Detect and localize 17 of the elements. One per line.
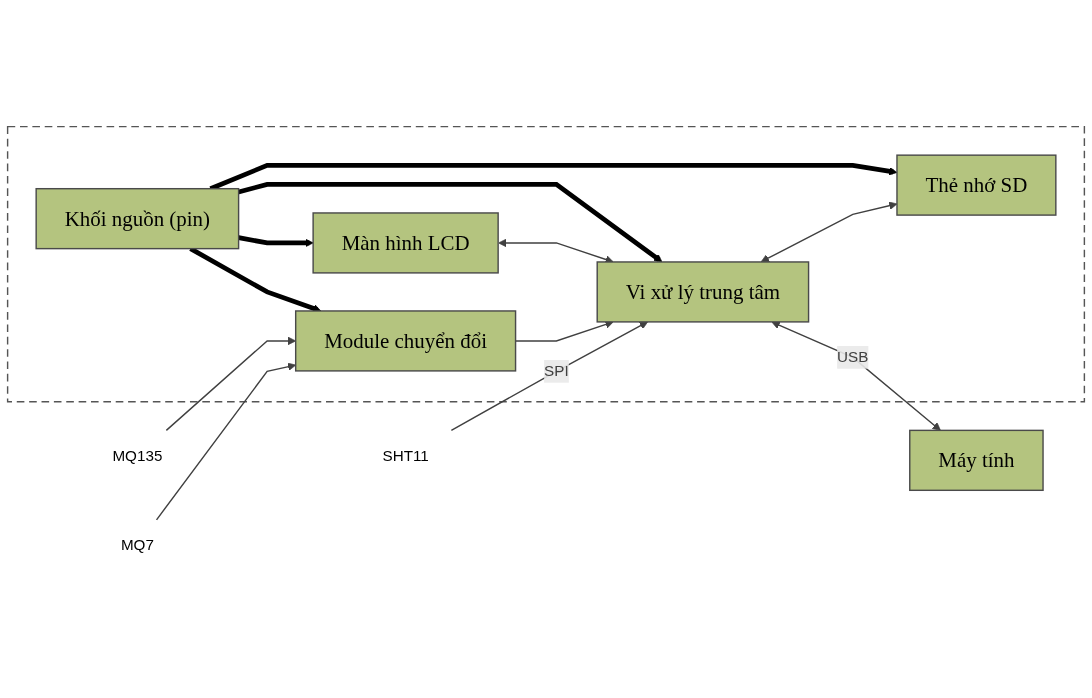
- edge-label: SPI: [544, 362, 569, 380]
- node-text: MQ7: [120, 537, 154, 554]
- node-box: Vi xử lý trung tâm: [596, 261, 810, 323]
- arrow: [450, 321, 648, 432]
- arrow: [238, 235, 314, 248]
- node-box: Thẻ nhớ SD: [896, 154, 1057, 216]
- node-text: MQ135: [112, 447, 163, 464]
- arrow: [771, 321, 941, 431]
- cluster: [6, 126, 1086, 403]
- arrow: [498, 238, 614, 264]
- node-text: SHT11: [382, 447, 429, 464]
- node-box: Màn hình LCD: [312, 212, 499, 274]
- arrow: [238, 182, 663, 263]
- node-box: Máy tính: [909, 429, 1044, 492]
- node-box: Module chuyển đổi: [294, 310, 517, 372]
- edge-label: USB: [837, 348, 869, 366]
- node-box: Khối nguồn (pin): [35, 188, 240, 250]
